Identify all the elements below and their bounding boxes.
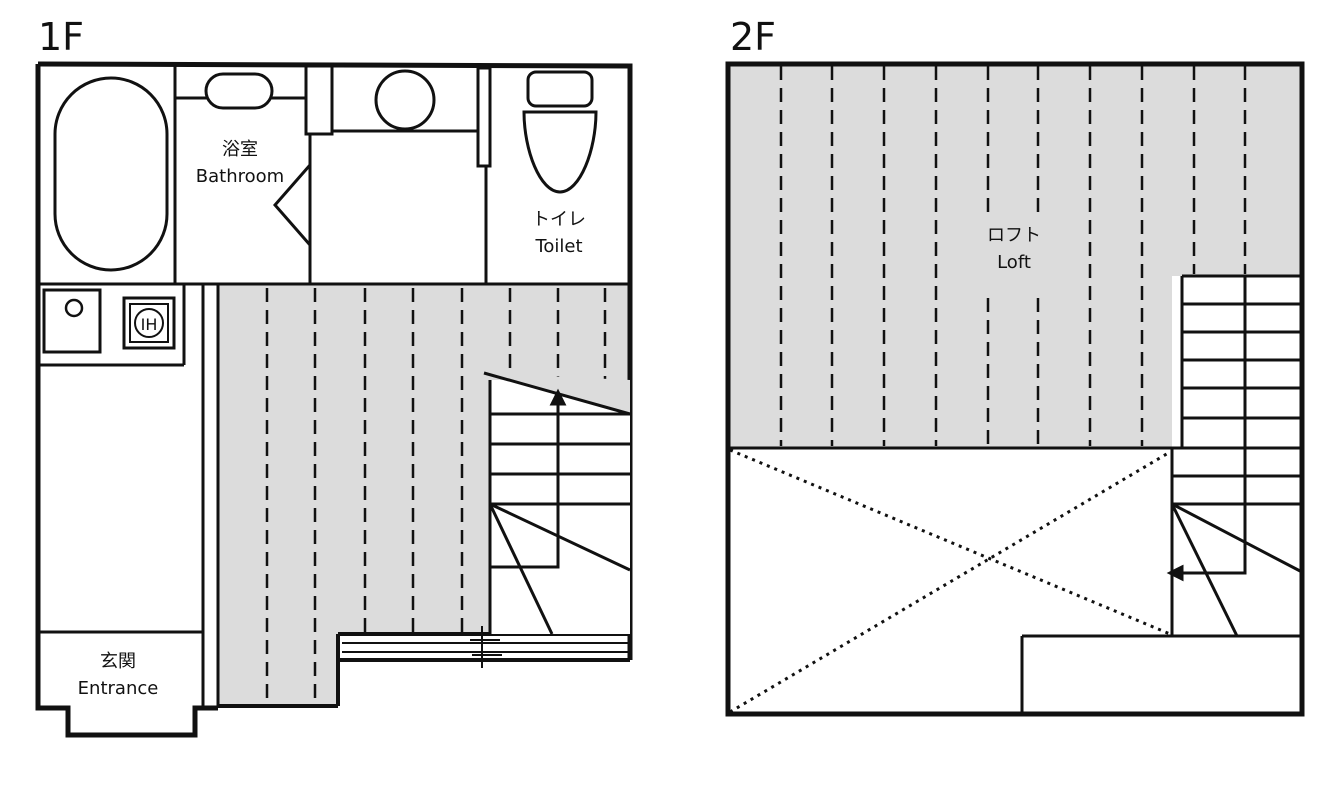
room-label-entrance-en: Entrance — [77, 678, 159, 699]
floorboard-lines-1f — [265, 288, 607, 705]
second-floor-plan — [725, 61, 1305, 717]
room-label-loft: ロフト Loft — [960, 222, 1068, 276]
bathroom-partitions — [175, 64, 492, 168]
bathtub — [53, 76, 169, 272]
room-label-toilet-jp: トイレ — [532, 209, 586, 230]
floorboard-lines-2f — [779, 66, 1247, 446]
staircase-2f — [1166, 274, 1303, 638]
room-label-bathroom: 浴室 Bathroom — [186, 136, 294, 190]
ih-burner — [134, 308, 164, 338]
floor-label-2f: 2F — [730, 15, 777, 59]
room-label-entrance: 玄関 Entrance — [48, 648, 188, 702]
void-cross — [729, 448, 1171, 714]
outer-walls-2f — [725, 61, 1305, 717]
staircase-1f — [483, 371, 631, 635]
room-label-toilet-en: Toilet — [535, 236, 583, 257]
room-label-loft-en: Loft — [997, 252, 1031, 273]
stair-area-2f — [1172, 276, 1302, 636]
floor-label-1f: 1F — [38, 15, 85, 59]
room-label-bathroom-jp: 浴室 — [222, 139, 258, 160]
room-label-entrance-jp: 玄関 — [100, 651, 136, 672]
kitchen-sink — [42, 288, 102, 354]
bathroom-faucet — [204, 72, 274, 110]
toilet-tank — [526, 70, 594, 108]
ih-label: IH — [141, 315, 158, 334]
first-floor-plan: IH — [35, 61, 633, 738]
room-label-bathroom-en: Bathroom — [195, 166, 285, 187]
room-label-toilet: トイレ Toilet — [500, 206, 618, 260]
washbasin — [374, 69, 436, 131]
room-label-loft-jp: ロフト — [987, 225, 1041, 246]
sink-drain — [64, 298, 84, 318]
bathroom-door — [273, 161, 312, 249]
main-room-floor-lower — [218, 635, 338, 705]
lower-box-2f — [1020, 634, 1172, 714]
toilet-bowl — [522, 110, 598, 194]
